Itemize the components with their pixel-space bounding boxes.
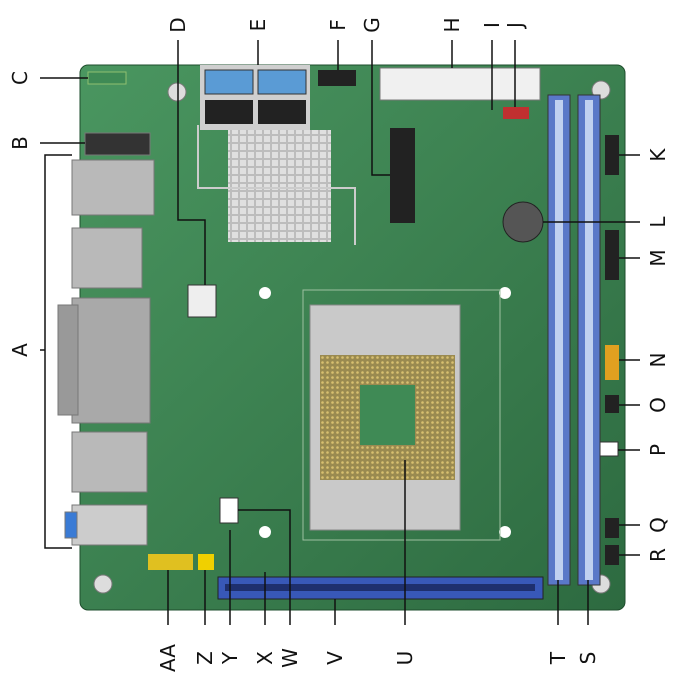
label-a: A [8, 343, 32, 357]
label-t: T [546, 651, 570, 665]
leader-lines [40, 40, 640, 625]
label-k: K [646, 148, 670, 162]
cpu-socket-outline [302, 289, 501, 541]
header-q [605, 518, 619, 538]
label-d: D [166, 17, 190, 33]
label-p: P [646, 443, 670, 457]
label-b: B [8, 136, 32, 150]
label-c: C [8, 71, 32, 85]
chipset-heatsink [228, 130, 331, 242]
sata-connectors [200, 65, 310, 130]
label-u: U [393, 650, 417, 666]
label-f: F [326, 19, 350, 31]
battery [502, 201, 544, 243]
header-w [219, 497, 239, 524]
label-e: E [246, 18, 270, 32]
header-n [605, 345, 619, 380]
header-z [198, 554, 214, 570]
header-c [87, 71, 127, 85]
header-f [318, 70, 356, 86]
header-r [605, 545, 619, 565]
header-k [605, 135, 619, 175]
label-q: Q [646, 517, 670, 533]
header-m [605, 230, 619, 280]
rear-io-panel [57, 132, 155, 546]
mini-pcie-slot [390, 128, 415, 223]
power-connector-d [187, 284, 217, 318]
label-h: H [440, 17, 464, 33]
memory-slots [547, 94, 601, 586]
label-s: S [576, 651, 600, 665]
power-connector-h [379, 67, 541, 101]
label-j: J [503, 22, 527, 28]
label-z: Z [193, 651, 217, 665]
label-r: R [646, 548, 670, 562]
header-o [605, 395, 619, 413]
fan-header-j [503, 107, 529, 119]
label-o: O [646, 397, 670, 413]
label-m: M [646, 249, 670, 267]
label-aa: AA [156, 644, 180, 672]
label-y: Y [218, 651, 242, 665]
label-w: W [278, 648, 302, 668]
label-n: N [646, 352, 670, 368]
label-g: G [360, 17, 384, 33]
header-p [599, 441, 619, 457]
header-aa [148, 554, 193, 570]
label-v: V [323, 651, 347, 665]
label-l: L [646, 216, 670, 228]
label-i: I [480, 22, 504, 28]
label-x: X [253, 651, 277, 665]
